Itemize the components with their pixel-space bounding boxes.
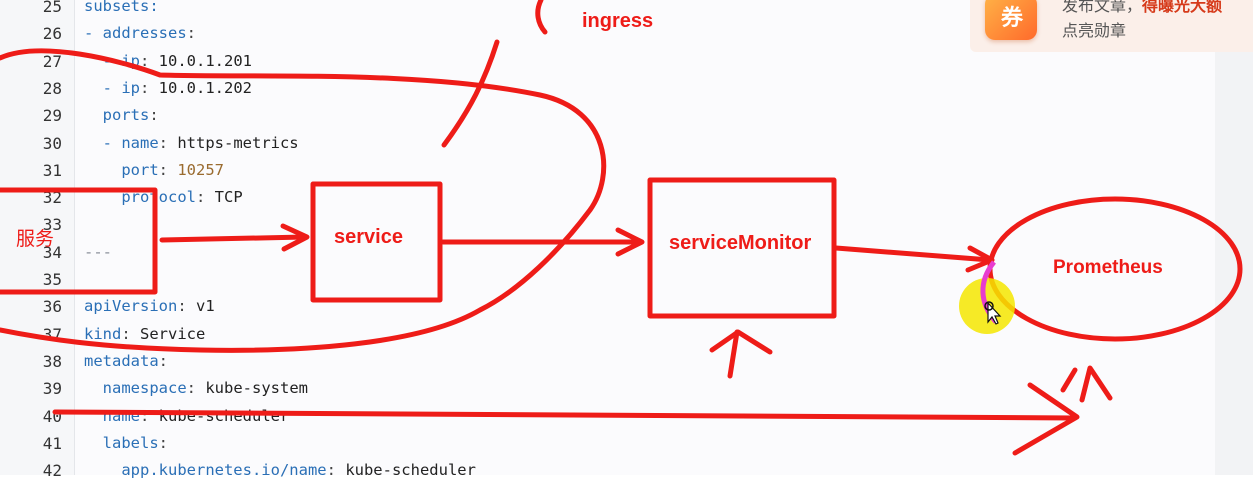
code-text: --- bbox=[84, 242, 112, 261]
code-line[interactable]: 34 --- bbox=[0, 239, 1253, 266]
line-number: 38 bbox=[42, 351, 62, 371]
promo-text-line1[interactable]: 发布文章，得曝光大额 bbox=[1062, 0, 1223, 15]
label-servicemonitor: serviceMonitor bbox=[669, 232, 812, 254]
code-text: labels: bbox=[84, 433, 168, 452]
code-line[interactable]: 38 metadata: bbox=[0, 348, 1253, 375]
promo-text-line2[interactable]: 点亮勋章 bbox=[1062, 21, 1127, 40]
code-text: metadata: bbox=[84, 351, 168, 370]
arrow-bottom-to-prometheus bbox=[52, 409, 1078, 421]
line-number: 30 bbox=[42, 133, 62, 153]
code-line[interactable]: 33 bbox=[0, 211, 1253, 238]
line-number: 26 bbox=[42, 24, 62, 44]
code-text: subsets: bbox=[84, 0, 159, 15]
line-number: 41 bbox=[42, 433, 62, 453]
label-service: service bbox=[334, 226, 403, 248]
code-line[interactable]: 32 protocol: TCP bbox=[0, 184, 1253, 211]
line-number: 35 bbox=[42, 270, 62, 289]
code-line[interactable]: 41 labels: bbox=[0, 430, 1253, 457]
line-number: 34 bbox=[42, 242, 62, 262]
arrow-servicemonitor-to-prometheus bbox=[833, 245, 993, 263]
code-line[interactable]: 30 - name: https-metrics bbox=[0, 130, 1253, 157]
code-text: apiVersion: v1 bbox=[84, 297, 215, 316]
code-line[interactable]: 28 - ip: 10.0.1.202 bbox=[0, 75, 1253, 102]
code-line[interactable]: 31 port: 10257 bbox=[0, 157, 1253, 184]
code-line[interactable]: 39 namespace: kube-system bbox=[0, 375, 1253, 402]
ingress-loop bbox=[0, 48, 607, 353]
mouse-pointer-icon bbox=[984, 301, 1002, 325]
label-prometheus: Prometheus bbox=[1053, 257, 1163, 278]
line-number: 32 bbox=[42, 188, 62, 208]
line-number: 25 bbox=[42, 0, 62, 16]
line-number: 39 bbox=[42, 379, 62, 399]
coupon-icon[interactable]: 券 bbox=[985, 0, 1037, 40]
line-number: 28 bbox=[42, 78, 62, 98]
label-ingress: ingress bbox=[582, 10, 654, 32]
code-line[interactable]: 36 apiVersion: v1 bbox=[0, 293, 1253, 320]
line-number: 27 bbox=[42, 51, 62, 71]
code-line[interactable]: 25 subsets: bbox=[0, 0, 1253, 20]
code-text: namespace: kube-system bbox=[84, 379, 308, 398]
code-text: protocol: TCP bbox=[84, 188, 243, 207]
line-number: 33 bbox=[42, 215, 62, 235]
line-number-gutter bbox=[0, 0, 75, 475]
arrow-fuwu-to-service bbox=[159, 234, 308, 243]
code-text: - name: https-metrics bbox=[84, 133, 299, 152]
label-fuwu: 服务 bbox=[16, 229, 55, 250]
right-side-panel bbox=[1215, 0, 1253, 475]
code-line[interactable]: 29 ports: bbox=[0, 102, 1253, 129]
fuwu-box bbox=[0, 187, 158, 295]
code-text: kind: Service bbox=[84, 324, 206, 343]
code-line[interactable]: 26 - addresses: bbox=[0, 20, 1253, 47]
code-text: - addresses: bbox=[84, 24, 197, 43]
line-number: 29 bbox=[42, 106, 62, 126]
code-text: port: 10257 bbox=[84, 160, 224, 179]
code-text: - ip: 10.0.1.202 bbox=[84, 78, 252, 97]
line-number: 36 bbox=[42, 297, 62, 317]
code-text: ports: bbox=[84, 106, 159, 125]
service-box bbox=[310, 181, 443, 303]
code-line[interactable]: 35 bbox=[0, 266, 1253, 293]
line-number: 31 bbox=[42, 160, 62, 180]
